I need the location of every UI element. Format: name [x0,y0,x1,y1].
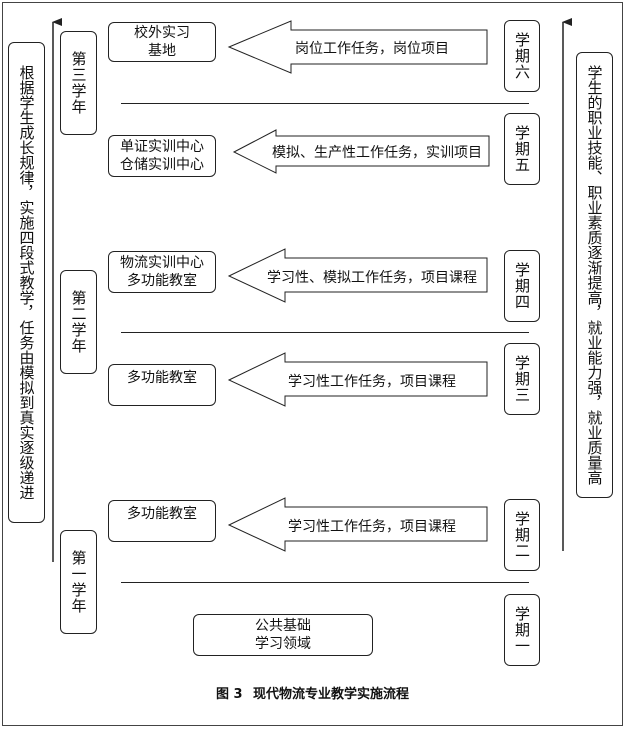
semester-4-box: 学期四 [504,250,540,322]
venue-3-line-2: 多功能教室 [127,273,197,289]
venue-box-1: 校外实习 基地 [108,22,216,62]
semester-5-box: 学期五 [504,113,540,185]
task-label-2: 模拟、生产性工作任务，实训项目 [272,145,482,161]
year-3-label: 第三学年 [69,51,88,115]
figure-caption: 图 3 现代物流专业教学实施流程 [0,683,625,702]
semester-2-label: 学期二 [513,511,531,559]
left-note-text: 根据学生成长规律，实施四段式教学，任务由模拟到真实逐级递进 [17,65,36,500]
figure-title: 现代物流专业教学实施流程 [253,687,410,702]
base-line-2: 学习领域 [255,636,311,652]
task-arrow-4 [227,352,488,407]
year-1-box: 第一学年 [60,530,97,634]
semester-6-label: 学期六 [513,32,531,80]
venue-5-line-1: 多功能教室 [127,506,197,522]
task-arrow-5 [227,497,488,552]
semester-5-label: 学期五 [513,125,531,173]
venue-box-2: 单证实训中心 仓储实训中心 [108,135,216,177]
divider-semester4-semester3 [121,332,529,333]
semester-4-label: 学期四 [513,262,531,310]
venue-1-line-1: 校外实习 [134,25,190,41]
year-2-box: 第二学年 [60,270,97,374]
task-label-5: 学习性工作任务，项目课程 [288,519,456,535]
task-label-3: 学习性、模拟工作任务，项目课程 [267,270,477,286]
venue-box-3: 物流实训中心 多功能教室 [108,251,216,293]
venue-2-line-2: 仓储实训中心 [120,157,204,173]
semester-6-box: 学期六 [504,20,540,92]
semester-1-label: 学期一 [513,606,531,654]
right-note-text: 学生的职业技能、职业素质逐渐提高，就业能力强，就业质量高 [585,65,604,485]
semester-2-box: 学期二 [504,499,540,571]
venue-1-line-2: 基地 [148,43,176,59]
venue-3-line-1: 物流实训中心 [120,255,204,271]
divider-year3-year2 [121,103,529,104]
semester-1-box: 学期一 [504,594,540,666]
venue-box-4: 多功能教室 [108,364,216,406]
task-label-4: 学习性工作任务，项目课程 [288,374,456,390]
venue-2-line-1: 单证实训中心 [120,139,204,155]
base-line-1: 公共基础 [255,618,311,634]
year-1-label: 第一学年 [69,550,88,614]
venue-4-line-1: 多功能教室 [127,370,197,386]
semester-3-box: 学期三 [504,343,540,415]
task-arrow-1 [227,20,488,74]
venue-box-5: 多功能教室 [108,500,216,542]
base-box: 公共基础 学习领域 [193,614,373,656]
semester-3-label: 学期三 [513,355,531,403]
year-2-label: 第二学年 [69,290,88,354]
task-label-1: 岗位工作任务，岗位项目 [295,41,449,57]
task-arrow-2 [232,129,490,174]
right-note-box: 学生的职业技能、职业素质逐渐提高，就业能力强，就业质量高 [576,52,613,498]
divider-year1-base [121,582,529,583]
left-note-box: 根据学生成长规律，实施四段式教学，任务由模拟到真实逐级递进 [8,42,45,523]
figure-number: 图 3 [215,687,243,702]
task-arrow-3 [227,248,488,303]
year-3-box: 第三学年 [60,31,97,135]
